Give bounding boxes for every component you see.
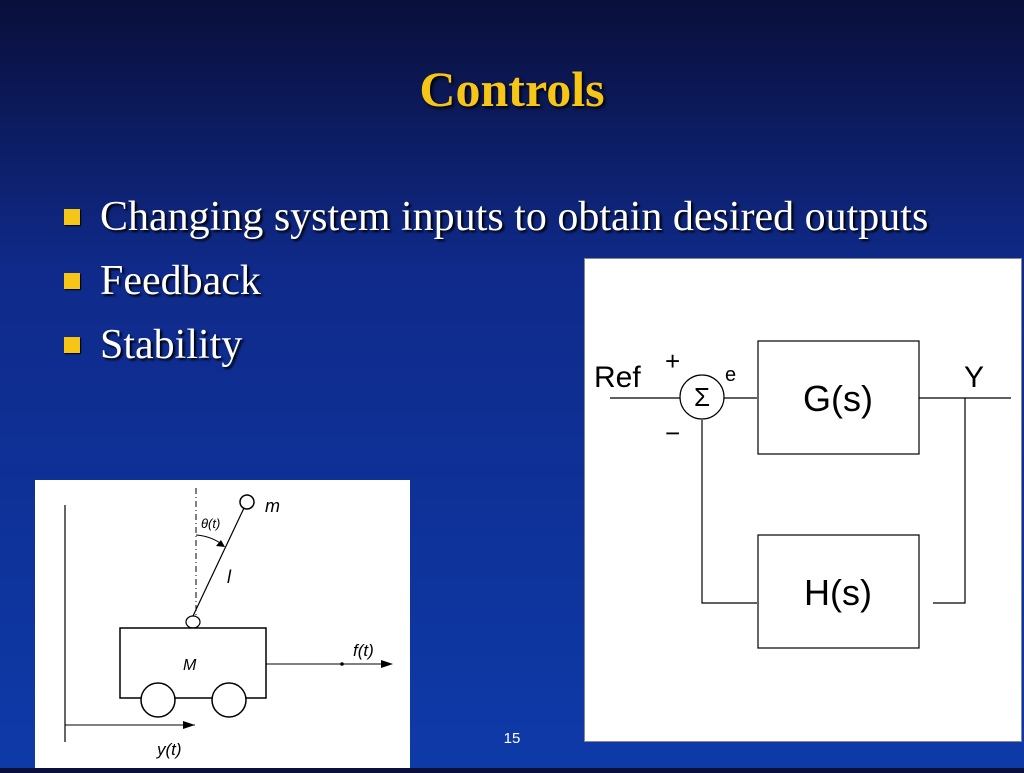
force-arrowhead xyxy=(381,660,393,668)
g-block xyxy=(757,340,920,455)
sum-symbol: Σ xyxy=(694,382,710,412)
bullet-item: Feedback xyxy=(60,249,960,313)
feedback-return-line xyxy=(701,420,757,604)
summing-junction xyxy=(679,374,725,420)
error-label: e xyxy=(725,364,736,386)
pendulum-mass xyxy=(239,494,255,510)
bullet-list: Changing system inputs to obtain desired… xyxy=(60,185,960,377)
block-diagram-svg: Ref + − Σ e G(s) Y H(s) xyxy=(594,340,1011,649)
bullet-text: Feedback xyxy=(100,258,261,304)
angle-arrowhead xyxy=(216,540,225,547)
position-label: y(t) xyxy=(156,740,182,759)
output-label: Y xyxy=(964,361,984,394)
bullet-item: Changing system inputs to obtain desired… xyxy=(60,185,960,249)
square-bullet-icon xyxy=(64,209,80,225)
force-label: f(t) xyxy=(353,641,374,660)
cart-wheel-right xyxy=(211,682,247,718)
square-bullet-icon xyxy=(64,337,80,353)
h-block xyxy=(757,534,920,649)
position-arrowhead xyxy=(183,721,195,729)
feedback-takeoff-line xyxy=(933,398,966,604)
cart-wheel-left xyxy=(140,682,176,718)
minus-sign: − xyxy=(665,418,680,448)
cart-body xyxy=(119,627,267,699)
bullet-item: Stability xyxy=(60,313,960,377)
force-point xyxy=(340,662,344,666)
pendulum-rod xyxy=(192,507,245,617)
pivot-joint xyxy=(185,615,201,629)
h-block-label: H(s) xyxy=(804,572,872,613)
slide-title: Controls xyxy=(419,61,605,117)
g-block-label: G(s) xyxy=(803,378,873,419)
inverted-pendulum-figure: y(t) θ(t) m l M f(t) xyxy=(35,480,410,768)
bullet-text: Changing system inputs to obtain desired… xyxy=(100,194,929,240)
angle-label: θ(t) xyxy=(201,516,220,531)
plus-sign: + xyxy=(665,346,680,376)
cart-label: M xyxy=(183,657,197,674)
slide-number: 15 xyxy=(503,730,521,747)
feedback-block-diagram: Ref + − Σ e G(s) Y H(s) xyxy=(584,258,1022,742)
pendulum-svg: y(t) θ(t) m l M f(t) xyxy=(64,488,393,759)
mass-label: m xyxy=(265,496,280,516)
length-label: l xyxy=(227,567,232,587)
bullet-text: Stability xyxy=(100,322,243,368)
square-bullet-icon xyxy=(64,273,80,289)
ref-label: Ref xyxy=(594,361,641,394)
